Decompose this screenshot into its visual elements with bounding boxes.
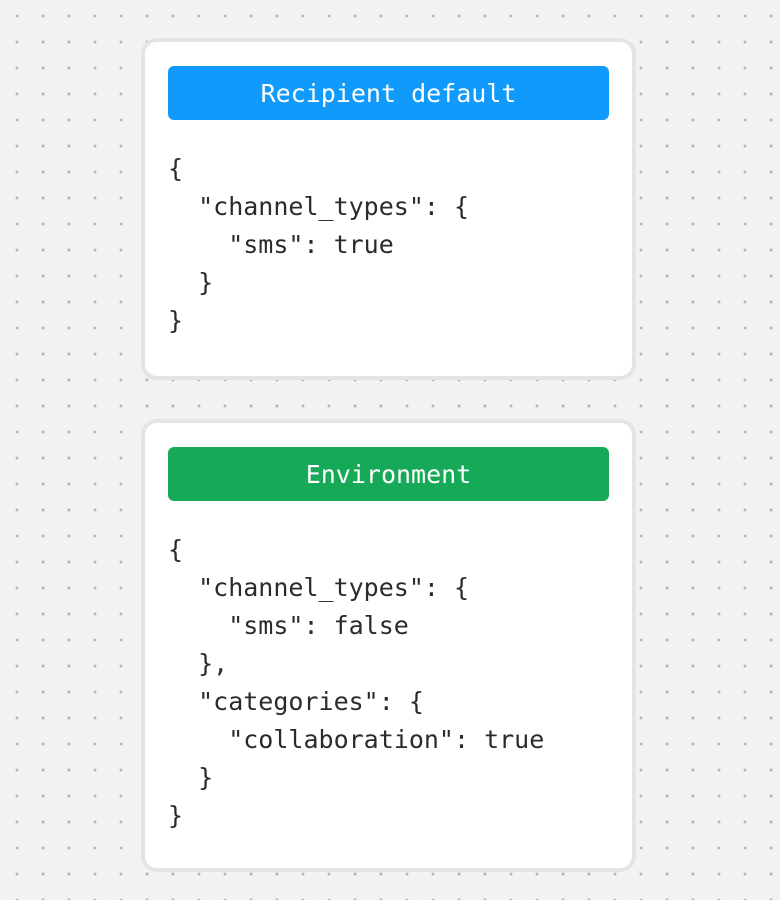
recipient-default-json-code: { "channel_types": { "sms": true } }: [168, 154, 470, 335]
environment-json-code: { "channel_types": { "sms": false }, "ca…: [168, 535, 545, 830]
environment-card: Environment { "channel_types": { "sms": …: [145, 423, 632, 868]
recipient-default-header-label: Recipient default: [260, 78, 517, 108]
recipient-default-card: Recipient default { "channel_types": { "…: [145, 42, 632, 376]
recipient-default-header-badge: Recipient default: [168, 66, 609, 120]
environment-header-badge: Environment: [168, 447, 609, 501]
environment-header-label: Environment: [305, 459, 472, 489]
